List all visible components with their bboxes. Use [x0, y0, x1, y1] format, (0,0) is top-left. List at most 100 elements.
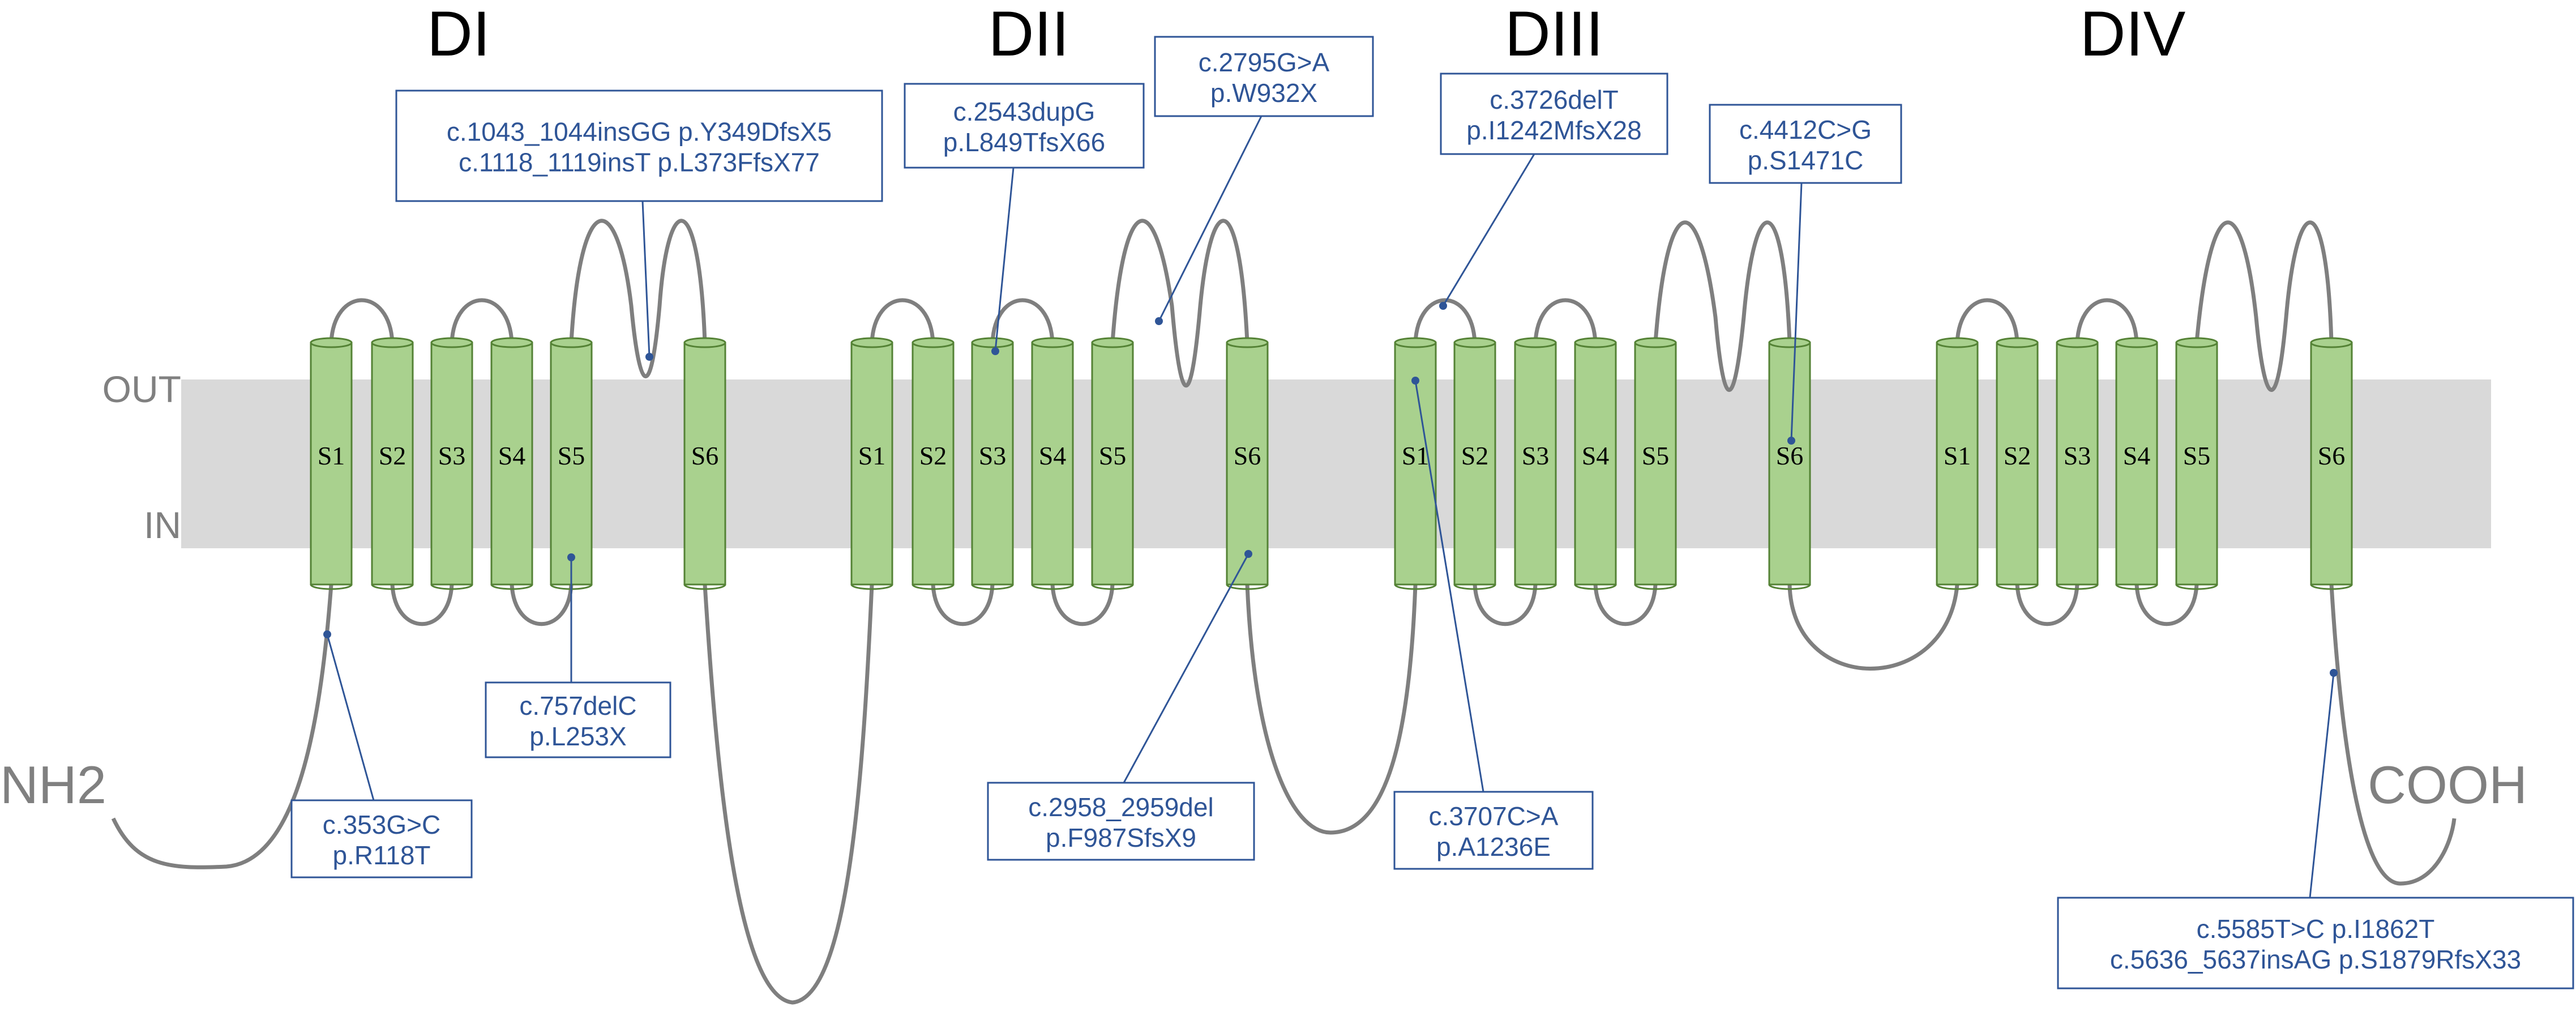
callout-box [1440, 72, 1668, 155]
helix-label-d2-s6: S6 [1234, 441, 1261, 470]
helix-label-d1-s6: S6 [691, 441, 719, 470]
helix-d1-s6: S6 [683, 337, 726, 590]
mutation-text: c.1118_1119insT p.L373FfsX77 [459, 148, 820, 177]
mutation-text: c.2543dupG [953, 97, 1096, 126]
loop-4 [569, 219, 707, 378]
mutation-text: c.2958_2959del [1028, 792, 1213, 822]
mutation-site-dot [1439, 302, 1447, 310]
mutation-text: p.L849TfsX66 [943, 127, 1105, 157]
mutation-site-dot [323, 630, 331, 638]
mutation-text: c.4412C>G [1739, 115, 1872, 144]
helix-label-d4-s4: S4 [2123, 441, 2151, 470]
helix-label-d3-s4: S4 [1582, 441, 1610, 470]
helix-d4-s6: S6 [2310, 337, 2353, 590]
loop-10 [1110, 219, 1250, 388]
mutation-text: p.L253X [529, 722, 626, 751]
mutation-site-dot [2330, 669, 2338, 677]
mutation-text: c.5636_5637insAG p.S1879RfsX33 [2110, 945, 2521, 974]
callout-leader-line [994, 167, 1015, 352]
mutation-text: p.S1471C [1748, 146, 1864, 175]
loop-2 [390, 584, 454, 626]
helix-label-d1-s3: S3 [438, 441, 466, 470]
loop-19 [2075, 298, 2139, 343]
mutation-text: c.3707C>A [1429, 801, 1559, 831]
mutation-callout-1: c.1043_1044insGG p.Y349DfsX5c.1118_1119i… [395, 89, 883, 361]
domain-title-3: DIII [1505, 0, 1603, 69]
helix-label-d4-s5: S5 [2183, 441, 2211, 470]
helix-d2-s2: S2 [912, 337, 955, 590]
loop-14 [1473, 584, 1538, 626]
helix-d2-s4: S4 [1031, 337, 1074, 590]
mutation-callout-7: c.353G>Cp.R118T [290, 630, 473, 878]
mutation-text: p.I1242MfsX28 [1466, 116, 1641, 145]
loop-21 [2134, 584, 2199, 626]
loop-3 [510, 584, 574, 626]
mutation-site-dot [991, 347, 999, 355]
helix-label-d3-s6: S6 [1776, 441, 1804, 470]
mutation-callouts: c.1043_1044insGG p.Y349DfsX5c.1118_1119i… [290, 36, 2574, 989]
loop-7 [990, 298, 1055, 343]
domain-title-4: DIV [2080, 0, 2186, 69]
domain-title-2: DII [988, 0, 1069, 69]
loop-11 [1245, 584, 1418, 835]
callout-leader-line [1158, 116, 1263, 322]
mutation-text: p.W932X [1210, 78, 1317, 108]
helix-label-d1-s4: S4 [498, 441, 526, 470]
mutation-text: c.5585T>C p.I1862T [2197, 914, 2435, 944]
helix-label-d3-s5: S5 [1642, 441, 1670, 470]
helix-label-d4-s2: S2 [2004, 441, 2031, 470]
mutation-callout-9: c.3707C>Ap.A1236E [1393, 377, 1594, 870]
mutation-site-dot [645, 353, 653, 361]
nh2-terminus-label: NH2 [0, 755, 106, 814]
loop-9 [1050, 584, 1115, 626]
mutation-text: c.3726delT [1490, 85, 1619, 114]
helix-d2-s1: S1 [850, 337, 893, 590]
loop-22 [2194, 220, 2334, 392]
callout-box [395, 89, 883, 202]
mutation-text: p.R118T [332, 841, 430, 870]
helix-d3-s5: S5 [1634, 337, 1677, 590]
mutation-text: c.353G>C [323, 810, 440, 839]
mutation-site-dot [567, 553, 575, 561]
helix-label-d3-s1: S1 [1402, 441, 1430, 470]
helix-d4-s5: S5 [2175, 337, 2218, 590]
helix-d3-s6: S6 [1768, 337, 1811, 590]
helix-d4-s2: S2 [1996, 337, 2039, 590]
helix-label-d4-s6: S6 [2318, 441, 2346, 470]
loop-1 [450, 298, 514, 343]
helix-d2-s6: S6 [1226, 337, 1269, 590]
domain-title-1: DI [427, 0, 490, 69]
helix-label-d2-s3: S3 [979, 441, 1007, 470]
helix-label-d1-s1: S1 [318, 441, 345, 470]
helix-label-d4-s3: S3 [2064, 441, 2091, 470]
callout-box [1154, 36, 1374, 117]
callout-box [904, 83, 1145, 169]
helix-label-d2-s1: S1 [858, 441, 886, 470]
loop-6 [870, 298, 935, 343]
helix-d3-s2: S2 [1453, 337, 1496, 590]
loop-12 [1413, 298, 1477, 343]
helix-d2-s3: S3 [971, 337, 1014, 590]
mutation-text: p.A1236E [1436, 832, 1551, 861]
loop-0 [329, 298, 395, 343]
loop-16 [1653, 220, 1792, 392]
domain-titles: DI DII DIII DIV [427, 0, 2186, 69]
loop-5 [703, 584, 874, 1005]
loop-24 [2329, 584, 2457, 886]
callout-leader-line [1414, 380, 1484, 792]
mutation-site-dot [1787, 437, 1795, 445]
helix-d1-s1: S1 [310, 337, 353, 590]
mutation-site-dot [1155, 317, 1163, 325]
helix-label-d2-s2: S2 [919, 441, 947, 470]
helix-d2-s5: S5 [1091, 337, 1134, 590]
callout-leader-line [1790, 182, 1803, 441]
helix-d1-s2: S2 [371, 337, 414, 590]
helix-d3-s3: S3 [1514, 337, 1557, 590]
helix-label-d2-s4: S4 [1039, 441, 1067, 470]
helix-d4-s4: S4 [2115, 337, 2158, 590]
